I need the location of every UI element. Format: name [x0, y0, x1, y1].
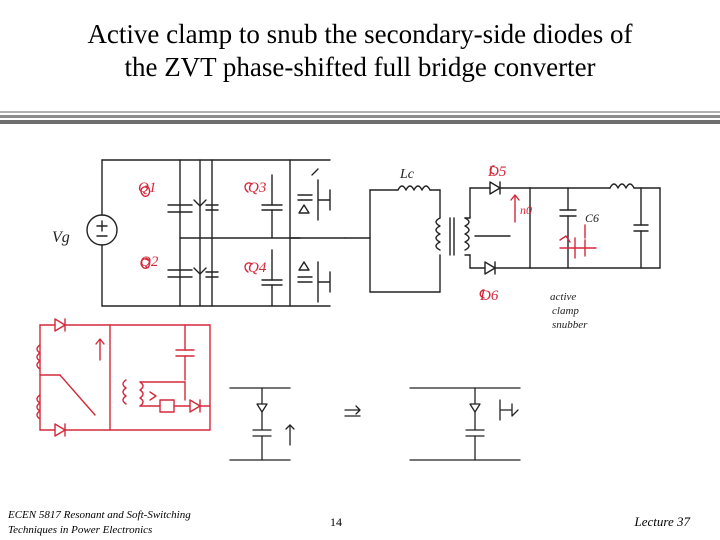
- annotation-active: active: [550, 291, 576, 303]
- q1-label: Q1: [138, 180, 156, 196]
- footer-lecture: Lecture 37: [634, 514, 690, 529]
- slide-title: Active clamp to snub the secondary-side …: [40, 18, 680, 84]
- clamp-variant-sketches: [229, 387, 521, 461]
- q2-label: Q2: [140, 254, 159, 270]
- footer-course-line-2: Techniques in Power Electronics: [8, 524, 153, 536]
- footer-course: ECEN 5817 Resonant and Soft-Switching Te…: [8, 508, 191, 538]
- footer-course-line-1: ECEN 5817 Resonant and Soft-Switching: [8, 509, 191, 521]
- d5-label: D5: [487, 164, 507, 180]
- q3-label: Q3: [248, 180, 266, 196]
- full-bridge-schematic: [86, 159, 661, 307]
- c6-label: C6: [585, 211, 599, 225]
- q4-label: Q4: [248, 260, 267, 276]
- red-clamp-sketch: [36, 318, 211, 437]
- title-line-2: the ZVT phase-shifted full bridge conver…: [124, 52, 596, 82]
- vg-label: Vg: [52, 229, 70, 246]
- d6-label: D6: [479, 288, 499, 304]
- annotation-snubber: snubber: [552, 319, 588, 331]
- title-line-1: Active clamp to snub the secondary-side …: [87, 19, 633, 49]
- lc-label: Lc: [399, 167, 415, 182]
- red-annotations-top: [140, 165, 597, 299]
- page-number: 14: [330, 515, 342, 529]
- n0-label: n0: [520, 203, 532, 217]
- annotation-clamp: clamp: [552, 305, 579, 317]
